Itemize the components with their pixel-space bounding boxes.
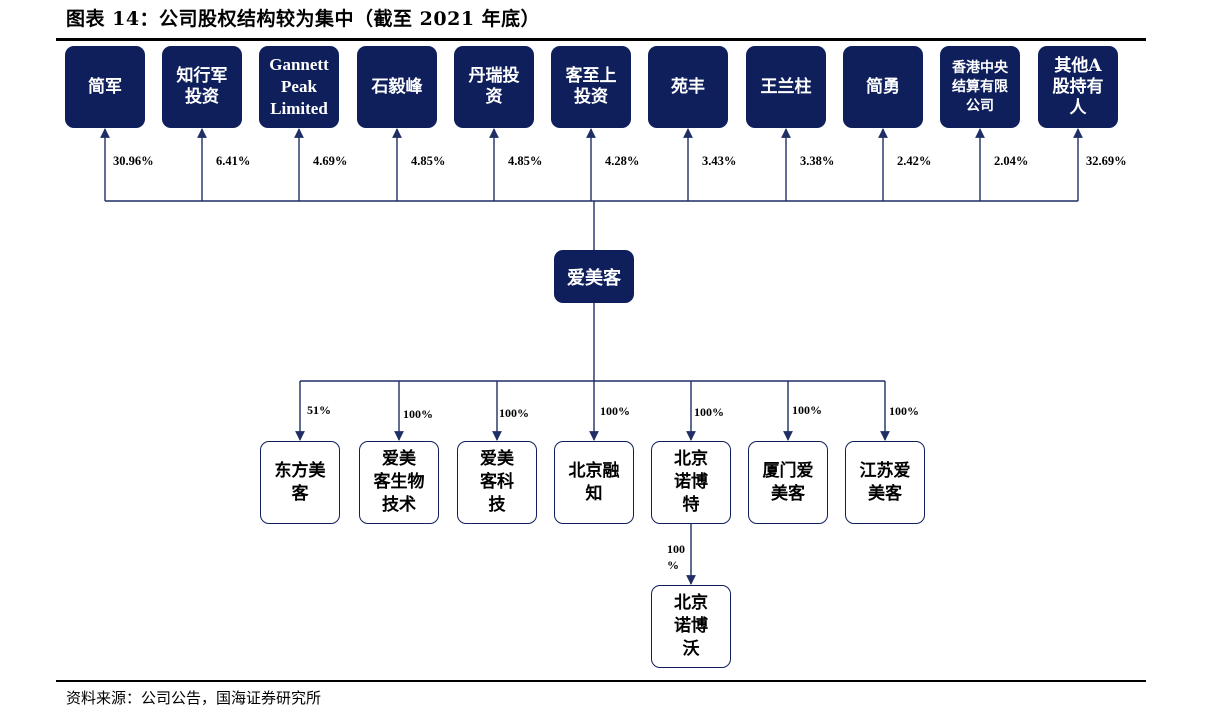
shareholder-name-line: 投资 [185,87,219,107]
shareholder-pct: 4.85% [411,154,446,168]
subsidiary-pct: 100% [499,406,529,420]
shareholder-pct: 32.69% [1086,154,1127,168]
shareholder-box-jian-yong: 简勇 [843,46,923,128]
shareholder-name-line: 苑丰 [671,76,705,97]
shareholder-name-line: 资 [485,87,503,107]
subsidiary-name-line: 厦门爱 [762,460,814,481]
shareholder-name-line: Gannett [269,55,329,74]
shareholder-name-line: 股持有 [1052,76,1104,97]
subsidiary-pct: 100% [694,405,724,419]
shareholder-box-other-a-share: 其他A 股持有 人 [1038,46,1118,128]
shareholder-name-line: 其他A [1054,55,1102,76]
shareholder-box-danrui: 丹瑞投 资 [454,46,534,128]
bottom-rule [56,680,1146,682]
figure-title: 图表 14：公司股权结构较为集中（截至 2021 年底） [66,8,541,30]
shareholder-name-line: 人 [1069,97,1087,118]
subsidiary-box-beijing-rongzhi: 北京融 知 [554,441,634,524]
subsidiary-name-line: 客科 [480,472,514,492]
top-rule [56,38,1146,41]
subsidiary-name-line: 技 [488,495,506,515]
shareholder-name-line: 公司 [966,97,994,114]
subsidiary-box-aimeike-biotech: 爱美 客生物 技术 [359,441,439,524]
shareholder-pct: 2.42% [897,154,932,168]
company-box-aimeike: 爱美客 [554,250,634,303]
shareholder-pct: 2.04% [994,154,1029,168]
shareholder-name-line: 丹瑞投 [468,66,520,86]
subsidiary-pct: 100% [403,407,433,421]
grandchild-pct-line: % [667,558,679,572]
subsidiary-pct: 51% [307,403,331,417]
grandchild-name-line: 沃 [682,639,700,659]
shareholder-box-zhixingjun: 知行军 投资 [162,46,242,128]
subsidiary-pct: 100% [889,404,919,418]
subsidiary-name-line: 北京 [674,449,708,469]
subsidiary-pct: 100% [792,403,822,417]
shareholder-box-yuan-feng: 苑丰 [648,46,728,128]
subsidiary-name-line: 诺博 [674,472,708,492]
shareholder-pct: 3.38% [800,154,835,168]
shareholder-box-hkscc: 香港中央 结算有限 公司 [940,46,1020,128]
shareholder-name-line: 简勇 [866,76,900,97]
subsidiary-name-line: 北京融 [568,460,620,481]
subsidiary-name-line: 爱美 [480,449,514,469]
shareholder-pct: 4.28% [605,154,640,168]
shareholder-box-kezhishang: 客至上 投资 [551,46,631,128]
grandchild-box-beijing-nuobowo: 北京 诺博 沃 [651,585,731,668]
shareholder-name-line: 结算有限 [952,78,1008,95]
subsidiary-name-line: 美客 [771,483,805,504]
shareholder-box-shi-yifeng: 石毅峰 [357,46,437,128]
grandchild-pct: 100 % [667,541,697,573]
subsidiary-box-jiangsu-aimeike: 江苏爱 美客 [845,441,925,524]
shareholder-name-line: 王兰柱 [760,76,812,97]
subsidiary-box-xiamen-aimeike: 厦门爱 美客 [748,441,828,524]
shareholder-pct: 4.85% [508,154,543,168]
subsidiary-name-line: 东方美 [274,460,326,481]
subsidiary-pct: 100% [600,404,630,418]
shareholder-name-line: 投资 [574,87,608,107]
shareholder-name-line: 知行军 [176,66,228,86]
source-note: 资料来源：公司公告，国海证券研究所 [66,689,322,707]
subsidiary-box-dongfang-meike: 东方美 客 [260,441,340,524]
shareholder-name-line: 客至上 [565,66,617,86]
subsidiary-name-line: 知 [585,483,603,504]
subsidiary-name-line: 技术 [382,495,416,515]
shareholder-pct: 4.69% [313,154,348,168]
subsidiary-box-aimeike-tech: 爱美 客科 技 [457,441,537,524]
subsidiary-box-beijing-nuobote: 北京 诺博 特 [651,441,731,524]
shareholder-pct: 30.96% [113,154,154,168]
grandchild-name-line: 诺博 [674,616,708,636]
shareholder-box-wang-lanzhu: 王兰柱 [746,46,826,128]
shareholder-name-line: 简军 [88,76,122,97]
shareholder-name-line: 香港中央 [952,59,1008,76]
shareholder-box-jian-jun: 简军 [65,46,145,128]
subsidiary-name-line: 爱美 [382,449,416,469]
company-name: 爱美客 [567,267,621,289]
subsidiary-name-line: 美客 [868,483,902,504]
subsidiary-name-line: 客 [291,483,309,504]
subsidiary-name-line: 特 [682,495,700,515]
shareholder-box-gannett-peak: Gannett Peak Limited [259,46,339,128]
shareholder-pct: 3.43% [702,154,737,168]
shareholder-pct: 6.41% [216,154,251,168]
grandchild-name-line: 北京 [674,593,708,613]
shareholder-name-line: Peak [281,77,317,96]
subsidiary-name-line: 江苏爱 [859,460,911,481]
shareholder-name-line: Limited [270,99,328,118]
shareholder-name-line: 石毅峰 [371,76,423,97]
subsidiary-name-line: 客生物 [373,472,425,492]
grandchild-pct-line: 100 [667,542,685,556]
